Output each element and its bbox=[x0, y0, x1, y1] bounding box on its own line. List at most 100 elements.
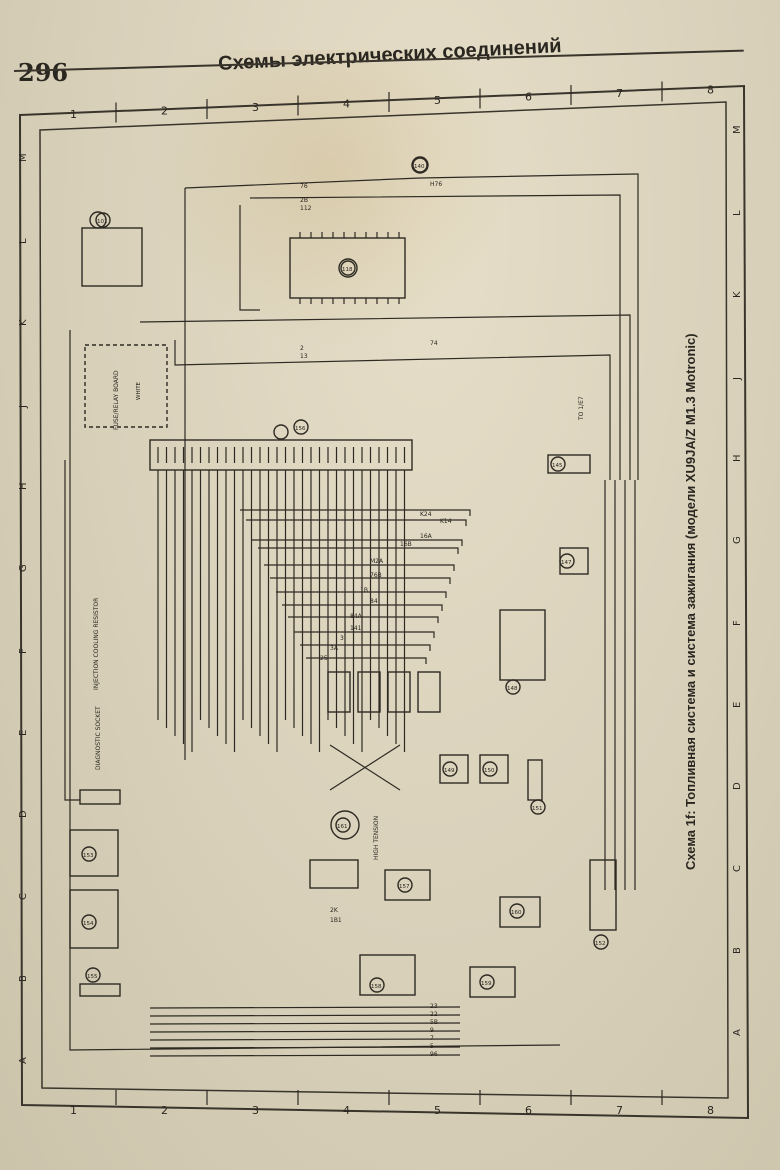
frame-column-label-bottom: 1 bbox=[70, 1104, 77, 1117]
component-id-circle bbox=[505, 679, 521, 695]
component-id-circle bbox=[482, 761, 498, 777]
component-id: 159 bbox=[481, 981, 492, 987]
page-number: 296 bbox=[18, 58, 69, 87]
component-id-circle bbox=[293, 419, 309, 435]
frame-column-label-top: 4 bbox=[343, 98, 350, 111]
wire-label: 76 bbox=[300, 183, 308, 190]
relay-140-box bbox=[499, 609, 546, 681]
bottom-wire bbox=[149, 1014, 461, 1017]
frame-row-label-left: A bbox=[18, 1057, 29, 1064]
wire-label: 3 bbox=[340, 635, 344, 642]
injector-box bbox=[387, 671, 411, 713]
wire-label: 5B bbox=[430, 1019, 438, 1026]
wire-label: 74 bbox=[430, 340, 438, 347]
wire-left-return bbox=[69, 330, 561, 1051]
relay-145-box bbox=[69, 829, 119, 877]
sensor-lower-box bbox=[469, 966, 516, 998]
component-id: 145 bbox=[552, 463, 563, 469]
wire-label: 13 bbox=[300, 353, 308, 360]
component-id: 158 bbox=[371, 984, 382, 990]
spark-plug-block bbox=[309, 859, 359, 889]
frame-row-label-right: D bbox=[732, 782, 743, 790]
distributor-circle bbox=[330, 810, 360, 840]
bottom-wire bbox=[149, 1022, 461, 1025]
bottom-wire bbox=[149, 1038, 461, 1041]
component-id-circle bbox=[509, 903, 525, 919]
bottom-wire bbox=[149, 1054, 461, 1057]
component-id-circle bbox=[81, 914, 97, 930]
main-connector-box bbox=[149, 439, 413, 471]
harness-wire bbox=[270, 577, 451, 584]
component-id-circle bbox=[85, 967, 101, 983]
diagram-frame-outer bbox=[18, 84, 750, 1120]
diagram-caption-text: Схема 1f: Топливная система и система за… bbox=[683, 333, 698, 870]
wire-label: 141 bbox=[350, 625, 362, 632]
component-id: 152 bbox=[595, 941, 606, 947]
component-id: 156 bbox=[295, 426, 306, 432]
wire-2b bbox=[249, 194, 621, 480]
fuse-box bbox=[79, 789, 121, 805]
frame-column-label-top: 6 bbox=[525, 91, 532, 104]
frame-row-label-right: J bbox=[732, 377, 743, 381]
wire-label: M2A bbox=[370, 558, 384, 565]
sensor-151-box bbox=[479, 754, 509, 784]
frame-row-label-left: J bbox=[18, 405, 29, 409]
ecu-module-box bbox=[289, 237, 406, 299]
wire-2 bbox=[174, 340, 611, 480]
crossing-wire bbox=[329, 744, 401, 791]
component-id-circle bbox=[559, 553, 575, 569]
component-id-circle bbox=[369, 977, 385, 993]
wire-label: H76 bbox=[430, 181, 442, 188]
harness-wire bbox=[300, 644, 431, 651]
component-group bbox=[69, 156, 617, 998]
frame-column-label-bottom: 5 bbox=[434, 1104, 441, 1117]
component-id: 150 bbox=[484, 768, 495, 774]
white-wire-label: WHITE bbox=[136, 381, 142, 400]
harness-wire bbox=[240, 509, 471, 516]
frame-column-label-bottom: 7 bbox=[616, 1104, 623, 1117]
frame-column-label-bottom: 4 bbox=[343, 1104, 350, 1117]
component-id-circle bbox=[335, 817, 351, 833]
harness-wire bbox=[288, 616, 439, 623]
fuse-box-lower bbox=[79, 983, 121, 997]
frame-row-label-left: L bbox=[18, 238, 29, 244]
frame-row-label-left: C bbox=[18, 893, 29, 900]
wire-label: 2K bbox=[330, 907, 339, 914]
frame-row-label-right: L bbox=[732, 210, 743, 216]
wire-label: 5 bbox=[430, 1043, 434, 1050]
component-id: 148 bbox=[507, 686, 518, 692]
wire-112 bbox=[139, 314, 631, 480]
wire-label: 22 bbox=[430, 1011, 438, 1018]
frame-row-label-left: E bbox=[18, 730, 29, 736]
wire-label: 3A bbox=[330, 645, 339, 652]
frame-row-label-right: H bbox=[732, 454, 743, 462]
resistor-box bbox=[527, 759, 543, 801]
component-id-circle bbox=[442, 761, 458, 777]
bottom-wire bbox=[149, 1030, 461, 1033]
wire-top bbox=[184, 173, 639, 480]
harness-wire bbox=[264, 564, 455, 571]
diagnostic-socket-label: DIAGNOSTIC SOCKET bbox=[95, 706, 102, 770]
frame-row-label-left: D bbox=[18, 810, 29, 818]
frame-row-label-left: G bbox=[18, 564, 29, 572]
frame-column-label-top: 8 bbox=[707, 84, 714, 97]
wire-label: 76B bbox=[370, 572, 382, 579]
sensor-148-box bbox=[547, 454, 591, 474]
frame-column-label-top: 7 bbox=[616, 87, 623, 100]
wire-label: 2 bbox=[300, 345, 304, 352]
component-id: 147 bbox=[561, 560, 572, 566]
ignition-coil-box bbox=[384, 869, 431, 901]
component-id-circle bbox=[530, 799, 546, 815]
wire-label: 9 bbox=[430, 1027, 434, 1034]
fuse-relay-board-box bbox=[84, 344, 168, 428]
frame-column-label-top: 3 bbox=[252, 101, 259, 114]
harness-wire bbox=[246, 519, 467, 526]
frame-row-label-right: A bbox=[732, 1029, 743, 1036]
wire-label: 23 bbox=[430, 1003, 438, 1010]
frame-column-label-top: 2 bbox=[161, 105, 168, 118]
wire-label: K14 bbox=[440, 518, 452, 525]
wire-label: 16A bbox=[420, 533, 433, 540]
frame-row-label-left: F bbox=[18, 648, 29, 654]
amplifier-box bbox=[359, 954, 416, 996]
